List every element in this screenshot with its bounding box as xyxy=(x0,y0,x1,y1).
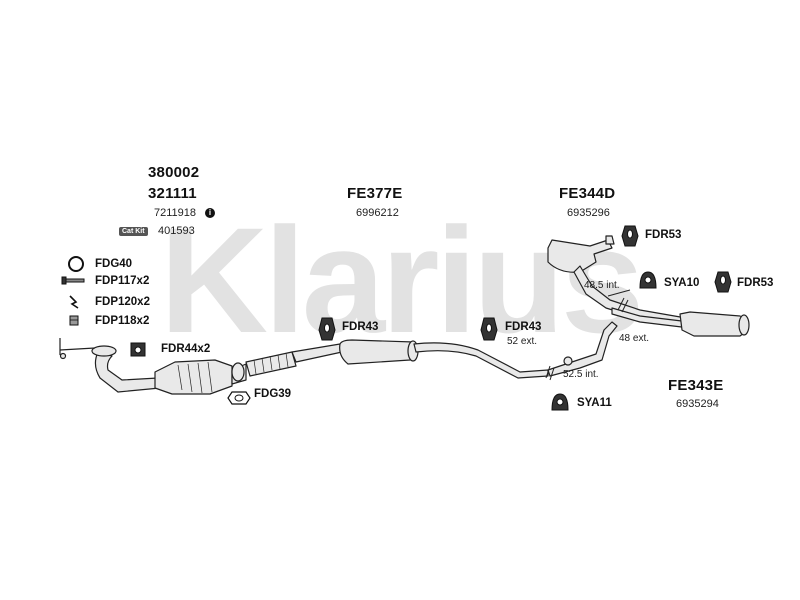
part-fdr44: FDR44x2 xyxy=(161,343,211,355)
dimension-48-ext: 48 ext. xyxy=(619,333,650,344)
bolt-icon xyxy=(61,276,85,285)
dimension-52-ext: 52 ext. xyxy=(507,336,538,347)
rubber-hanger-icon xyxy=(480,317,498,341)
rear-silencer-assembly xyxy=(547,235,750,337)
pipe-clamp xyxy=(563,356,573,366)
catkit-badge: Cat Kit xyxy=(119,227,148,236)
manifold-part-no: 7211918 xyxy=(154,207,197,219)
clamp-icon xyxy=(551,393,569,411)
rubber-hanger-icon xyxy=(318,317,336,341)
intermediate-pipe xyxy=(413,342,549,379)
manifold-code-2: 321111 xyxy=(148,185,197,202)
watermark-text: Klarius xyxy=(160,196,641,364)
catkit-part-no: 401593 xyxy=(158,225,195,237)
part-fdr53-a: FDR53 xyxy=(645,229,682,241)
dimension-52-5-int: 52.5 int. xyxy=(563,369,599,380)
front-pipe xyxy=(291,343,343,363)
dimension-markers xyxy=(545,289,631,381)
part-sya11: SYA11 xyxy=(577,397,612,409)
gasket-icon xyxy=(68,256,84,272)
part-fdr43-b: FDR43 xyxy=(505,321,542,333)
connecting-pipe xyxy=(547,321,618,377)
rubber-hanger-icon xyxy=(621,225,639,247)
flex-pipe xyxy=(231,351,297,382)
rubber-hanger-icon xyxy=(130,342,146,357)
part-fdp118: FDP118x2 xyxy=(95,315,150,327)
part-sya10: SYA10 xyxy=(664,277,700,289)
rear-top-code: FE344D xyxy=(559,185,616,202)
manifold-code-1: 380002 xyxy=(148,164,200,181)
part-fdp117: FDP117x2 xyxy=(95,275,150,287)
part-fdr43-a: FDR43 xyxy=(342,321,379,333)
rear-bottom-part-no: 6935294 xyxy=(676,398,719,410)
part-fdr53-b: FDR53 xyxy=(737,277,774,289)
info-icon[interactable]: i xyxy=(205,208,215,218)
part-fdg40: FDG40 xyxy=(95,258,133,270)
rubber-hanger-icon xyxy=(714,271,732,293)
part-fdp120: FDP120x2 xyxy=(95,296,150,308)
spring-icon xyxy=(69,295,79,309)
nut-icon xyxy=(69,315,79,326)
rear-top-part-no: 6935296 xyxy=(567,207,610,219)
part-fdg39: FDG39 xyxy=(254,388,292,400)
clamp-icon xyxy=(639,271,657,289)
mid-code: FE377E xyxy=(347,185,403,202)
dimension-48-5-int: 48.5 int. xyxy=(584,280,620,291)
mid-part-no: 6996212 xyxy=(356,207,399,219)
gasket-icon xyxy=(227,391,251,405)
rear-bottom-code: FE343E xyxy=(668,377,724,394)
mid-silencer xyxy=(339,339,419,365)
